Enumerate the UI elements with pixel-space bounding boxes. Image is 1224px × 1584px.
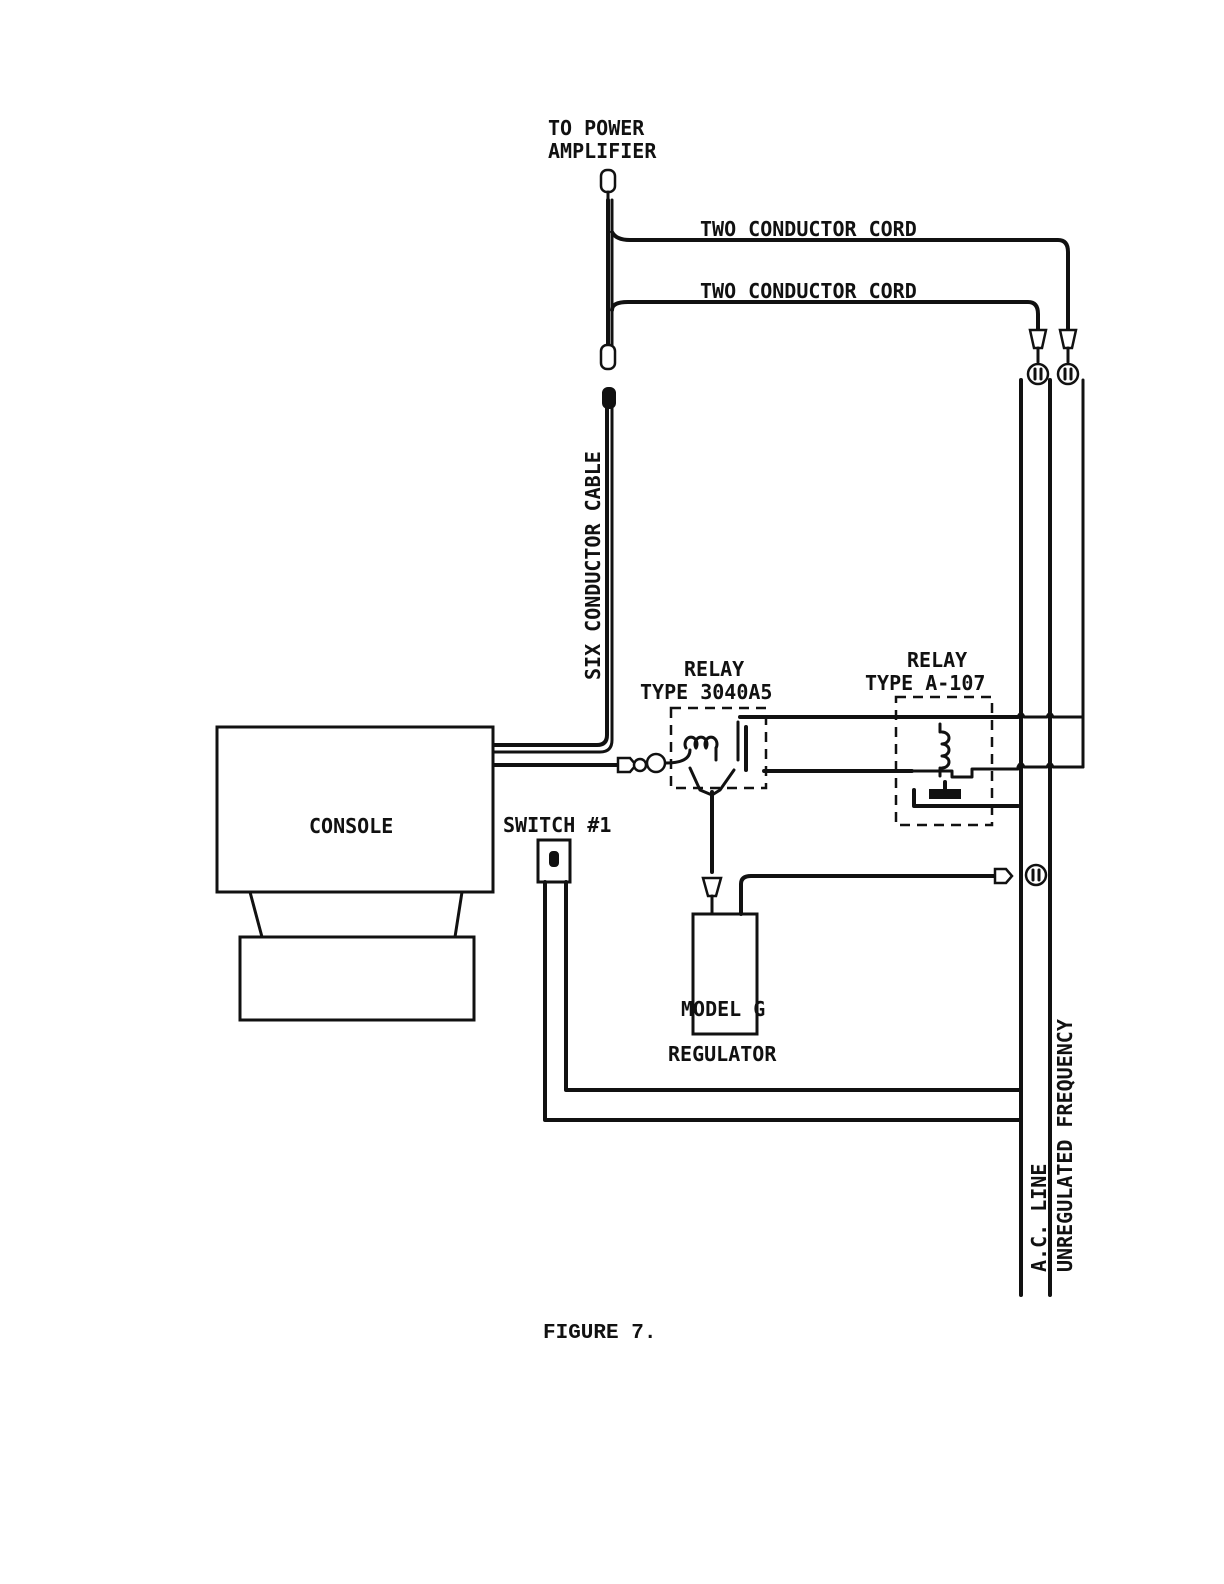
label-six-conductor-cable: SIX CONDUCTOR CABLE xyxy=(581,451,605,680)
label-relay-right: RELAY xyxy=(907,648,967,672)
label-regulator: REGULATOR xyxy=(668,1042,777,1066)
two-conductor-cord-bottom-wire xyxy=(612,302,1038,330)
label-to-power: TO POWER xyxy=(548,116,645,140)
figure-caption: FIGURE 7. xyxy=(543,1322,656,1345)
relay-regulator-wire xyxy=(703,792,721,914)
console-relay-wire xyxy=(494,754,665,772)
console xyxy=(217,727,493,1020)
label-unregulated-frequency: UNREGULATED FREQUENCY xyxy=(1053,1019,1077,1272)
label-ac-line: A.C. LINE xyxy=(1027,1164,1051,1272)
label-console: CONSOLE xyxy=(309,814,393,838)
label-two-conductor-cord-bottom: TWO CONDUCTOR CORD xyxy=(700,279,917,303)
relay-interconnect-wires xyxy=(740,717,1018,771)
cord-plug-left xyxy=(1028,330,1048,384)
label-two-conductor-cord-top: TWO CONDUCTOR CORD xyxy=(700,217,917,241)
label-model-g: MODEL G xyxy=(681,997,765,1021)
label-switch: SWITCH #1 xyxy=(503,813,611,837)
label-relay-left-type: TYPE 3040A5 xyxy=(640,680,772,704)
switch-1 xyxy=(538,840,1021,1120)
relay-3040a5 xyxy=(666,708,766,795)
regulator-line-wire xyxy=(741,865,1046,914)
power-amplifier-connector xyxy=(601,170,615,200)
label-amplifier: AMPLIFIER xyxy=(548,139,657,163)
cord-plug-right xyxy=(1058,330,1078,384)
label-relay-right-type: TYPE A-107 xyxy=(865,671,985,695)
label-relay-left: RELAY xyxy=(684,657,744,681)
six-conductor-cable-connector xyxy=(601,345,615,408)
amplifier-trunk-wire xyxy=(608,200,612,345)
